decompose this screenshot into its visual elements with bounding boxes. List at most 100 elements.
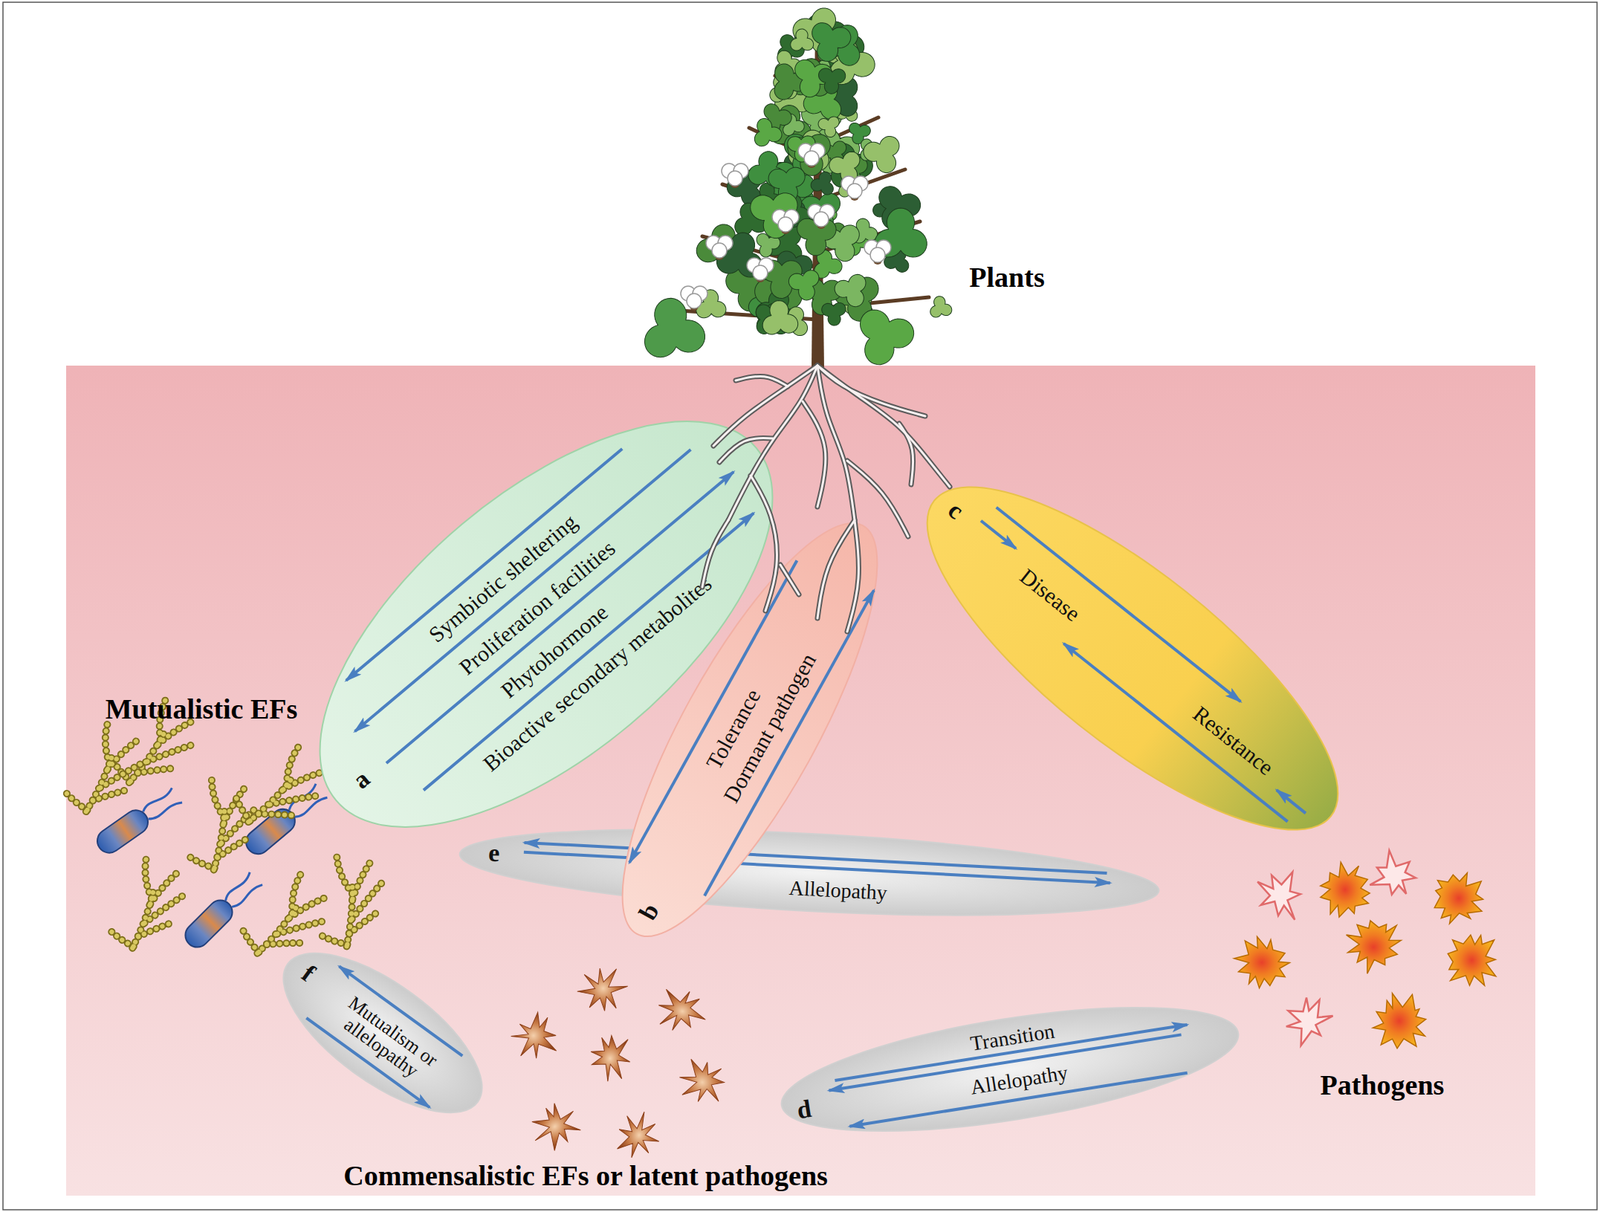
root-outline <box>780 564 799 595</box>
root-outline <box>817 365 859 632</box>
ellipse-shape <box>881 433 1385 884</box>
root-fill <box>817 365 950 487</box>
commensal-fungus <box>509 1011 559 1061</box>
cotton-boll <box>721 163 749 189</box>
root-outline <box>719 437 773 463</box>
flow-arrow <box>1063 643 1288 822</box>
root-outline <box>702 520 729 588</box>
flow-arrow <box>996 507 1242 702</box>
root-fill <box>702 520 729 588</box>
pathogen-outline <box>1257 871 1301 920</box>
root-fill <box>847 460 909 537</box>
pathogen-cell <box>1346 920 1402 974</box>
root-fill <box>817 365 859 632</box>
commensal-fungus <box>569 955 637 1022</box>
ellipse-shape <box>773 983 1247 1156</box>
ellipse-node: eAllelopathy <box>456 813 1163 931</box>
commensal-fungus <box>585 1032 635 1085</box>
root-fill <box>735 376 788 387</box>
group-label: Mutualistic EFs <box>105 692 299 726</box>
cotton-boll <box>807 204 835 229</box>
bacterium <box>92 784 184 857</box>
cotton-leaf <box>816 296 848 328</box>
root-outline <box>802 401 826 507</box>
cotton-leaf <box>928 294 953 319</box>
cotton-boll <box>864 240 892 265</box>
fungal-hypha <box>63 723 145 816</box>
root-fill <box>719 437 773 463</box>
root-outline <box>713 365 818 446</box>
ellipse-outline <box>879 431 1387 886</box>
cotton-leaf <box>749 191 801 241</box>
cotton-leaf <box>857 303 918 368</box>
cotton-leaf <box>786 268 824 304</box>
cotton-leaf <box>759 298 805 345</box>
cotton-leaf <box>639 294 715 371</box>
ellipse-shape <box>457 815 1161 929</box>
root-fill <box>899 423 914 485</box>
cotton-leaf <box>806 20 854 67</box>
root-fill <box>802 401 826 507</box>
cotton-leaf <box>815 112 841 139</box>
root-outline <box>728 365 818 521</box>
pathogen-outline <box>1369 850 1416 895</box>
plant-roots <box>702 365 950 632</box>
commensal-fungus <box>523 1096 587 1158</box>
pathogen-cell <box>1234 937 1291 989</box>
commensal-fungus <box>653 984 712 1038</box>
pathogen-outline <box>1286 998 1334 1046</box>
group-label: Pathogens <box>1320 1068 1445 1102</box>
flow-arrow <box>346 448 623 681</box>
cotton-boll <box>772 209 799 235</box>
root-fill <box>728 365 818 521</box>
fungal-hypha <box>225 730 334 846</box>
flow-arrow <box>1276 789 1306 814</box>
panel-letter: e <box>487 839 501 867</box>
cotton-leaf <box>815 60 851 97</box>
cotton-leaf <box>753 117 785 151</box>
cotton-leaf <box>789 28 814 52</box>
flow-arrow <box>354 449 691 732</box>
ellipse-node: fMutualism or allelopathy <box>257 922 510 1144</box>
cotton-plant <box>639 7 952 371</box>
soil-band <box>66 365 1536 1196</box>
commensal-fungus <box>612 1106 667 1165</box>
pathogen-cell <box>1434 873 1483 924</box>
root-fill <box>817 520 855 619</box>
fungal-hypha <box>101 854 191 955</box>
ellipse-outline <box>456 813 1163 931</box>
cotton-leaf <box>869 202 938 273</box>
root-outline <box>847 460 909 537</box>
group-label: Plants <box>969 260 1045 294</box>
cotton-leaf <box>832 271 867 308</box>
cotton-boll <box>798 143 825 168</box>
root-outline <box>817 365 950 487</box>
root-outline <box>735 376 788 387</box>
ellipse-outline <box>772 981 1248 1158</box>
root-fill <box>713 365 818 446</box>
root-outline <box>750 475 777 611</box>
root-fill <box>817 365 926 417</box>
root-outline <box>817 520 855 619</box>
pathogen-cell <box>1320 862 1370 918</box>
root-fill <box>750 475 777 611</box>
pathogen-cell <box>1447 934 1496 986</box>
cotton-boll <box>746 257 774 283</box>
root-outline <box>817 365 926 417</box>
pathogen-cell <box>1372 993 1426 1049</box>
fungal-hypha <box>168 768 272 880</box>
flow-arrow <box>980 520 1016 549</box>
cotton-boll <box>705 235 733 261</box>
cotton-leaf <box>859 126 911 177</box>
root-outline <box>899 423 914 485</box>
ellipse-node: dTransitionAllelopathy <box>772 981 1248 1158</box>
cotton-boll <box>841 176 868 201</box>
fungal-hypha <box>295 842 404 958</box>
root-fill <box>780 564 799 595</box>
ellipse-node: cDiseaseResistance <box>879 431 1387 886</box>
cotton-boll <box>680 286 708 311</box>
